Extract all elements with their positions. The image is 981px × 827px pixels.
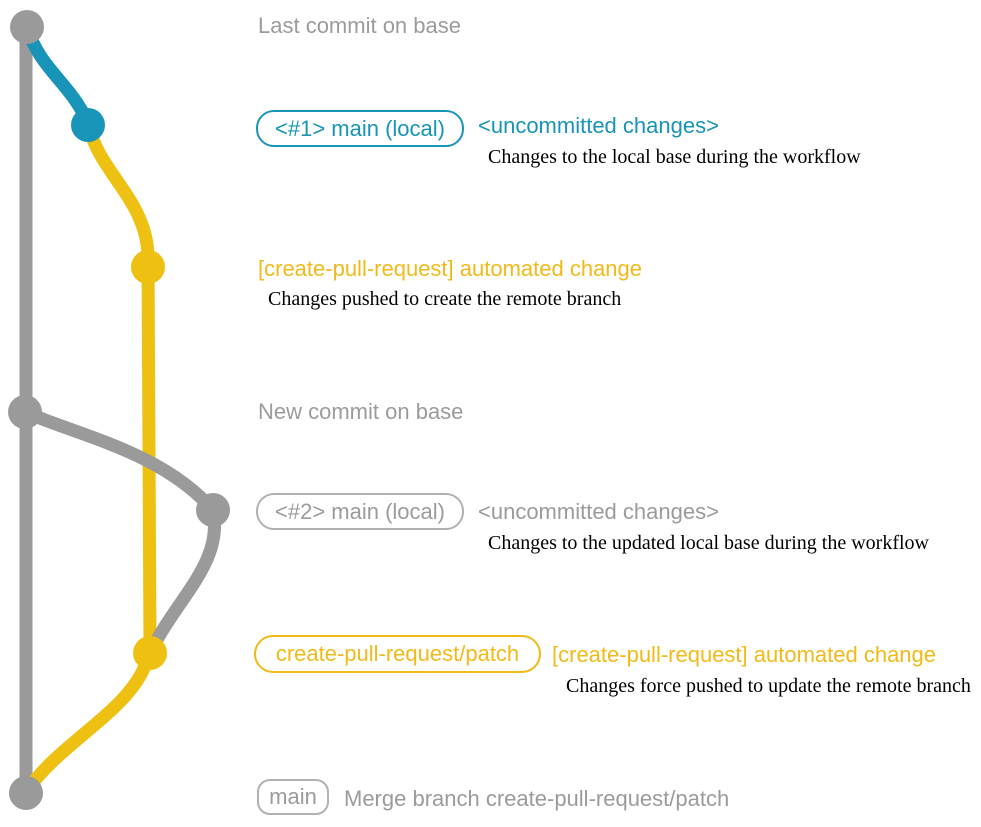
note-pushed-to-create: Changes pushed to create the remote bran… bbox=[268, 288, 622, 310]
branch-badge-main-local-1-label: <#1> main (local) bbox=[275, 115, 445, 141]
branch-badge-create-pull-request-patch: create-pull-request/patch bbox=[254, 635, 541, 673]
label-uncommitted-changes-1: <uncommitted changes> bbox=[478, 113, 719, 138]
commit-node-automated-2 bbox=[133, 636, 167, 670]
branch-badge-main-local-2-label: <#2> main (local) bbox=[275, 498, 445, 524]
label-new-commit-on-base: New commit on base bbox=[258, 399, 464, 424]
commit-node-local-1 bbox=[71, 108, 105, 142]
label-uncommitted-changes-2: <uncommitted changes> bbox=[478, 499, 719, 524]
note-updated-local-base-changes: Changes to the updated local base during… bbox=[488, 532, 929, 554]
branch-badge-main-local-2: <#2> main (local) bbox=[256, 493, 464, 530]
label-merge-branch: Merge branch create-pull-request/patch bbox=[344, 786, 730, 811]
commit-node-new-base bbox=[8, 395, 42, 429]
label-automated-change-1: [create-pull-request] automated change bbox=[258, 256, 643, 281]
git-graph bbox=[8, 10, 230, 810]
note-local-base-changes: Changes to the local base during the wor… bbox=[488, 146, 861, 168]
commit-node-automated-1 bbox=[131, 250, 165, 284]
branch-badge-main-local-1: <#1> main (local) bbox=[256, 110, 464, 147]
branch-badge-create-pull-request-patch-label: create-pull-request/patch bbox=[275, 641, 520, 666]
commit-node-last-base bbox=[10, 10, 44, 44]
commit-node-merge bbox=[9, 776, 43, 810]
branch-badge-main-label: main bbox=[269, 784, 317, 809]
label-automated-change-2: [create-pull-request] automated change bbox=[552, 642, 937, 667]
edge-local-change-2 bbox=[18, 405, 221, 658]
note-force-pushed-update: Changes force pushed to update the remot… bbox=[566, 675, 971, 697]
commit-node-local-2 bbox=[196, 493, 230, 527]
branch-badge-main: main bbox=[257, 779, 329, 815]
edge-local-change-1 bbox=[20, 20, 95, 130]
label-last-commit-on-base: Last commit on base bbox=[258, 13, 461, 38]
